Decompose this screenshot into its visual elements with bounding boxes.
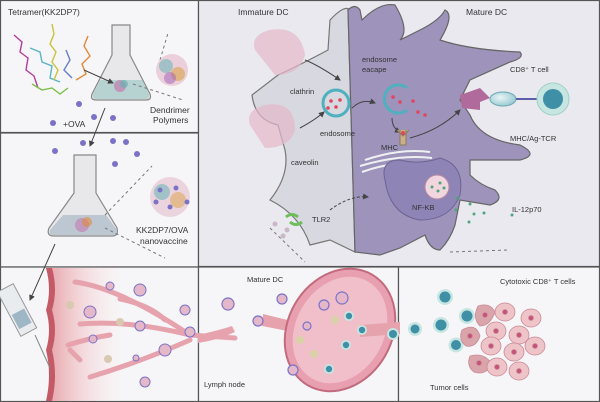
nanoparticles-tlr2	[272, 221, 290, 239]
tcr	[489, 91, 517, 107]
broken-endosome	[382, 83, 408, 115]
endosome	[321, 88, 351, 118]
lymph-node-label: Lymph node	[204, 380, 245, 389]
arrow-to-surface	[409, 109, 461, 139]
tlr2-label: TLR2	[312, 215, 330, 224]
antigen-dots	[326, 98, 342, 110]
blood-vessel	[46, 268, 55, 401]
tlr2-receptor	[285, 213, 303, 226]
nanovaccine-label-2: nanovaccine	[140, 236, 188, 246]
dendrimer-polymer	[156, 54, 188, 86]
dendrimer-label-2: Polymers	[153, 115, 188, 125]
immature-dc-title: Immature DC	[238, 7, 289, 17]
cd8-t-cell-label: CD8⁺ T cell	[510, 65, 549, 74]
flask-2	[47, 154, 119, 237]
il12-vesicle	[424, 174, 450, 200]
nanovaccine-label-1: KK2DP7/OVA	[136, 225, 189, 235]
tetramer-title: Tetramer(KK2DP7)	[8, 7, 80, 17]
ova-label: +OVA	[63, 119, 86, 129]
nanovaccine-particle	[150, 177, 190, 217]
il12-label: IL-12p70	[512, 205, 542, 214]
cd8-t-cell-nucleus	[543, 89, 563, 109]
afferent-vessel	[198, 326, 235, 343]
mhc-molecule	[396, 129, 410, 146]
arrow-to-flask	[83, 69, 114, 84]
dendritic-cells-injection	[83, 281, 196, 388]
zoom-line	[449, 249, 509, 253]
mhc-label: MHC	[381, 143, 399, 152]
mature-dcs	[221, 291, 349, 376]
nucleus	[383, 157, 462, 221]
syringe	[0, 283, 51, 369]
nanovaccine-particles-tissue	[66, 301, 124, 363]
tumor-cells	[460, 302, 546, 381]
arrow-escape	[351, 98, 376, 109]
nanovaccine-caveolin	[249, 104, 295, 148]
arrow-caveolin	[299, 111, 325, 129]
mhc-antigen	[401, 131, 405, 135]
mature-dc-title: Mature DC	[466, 7, 507, 17]
cytotoxic-t-cells-label: Cytotoxic CD8⁺ T cells	[500, 277, 576, 286]
escaped-antigen-dots	[391, 95, 427, 117]
ova-dots-2	[52, 138, 140, 167]
ova-dots	[50, 101, 116, 126]
nfkb-label: NF-KB	[412, 203, 435, 212]
tetramer-molecule	[13, 23, 91, 95]
mhc-ag-tcr-label: MHC/Ag-TCR	[510, 134, 557, 143]
zoom-line	[269, 227, 306, 263]
endosome-escape-label-2: eacape	[362, 65, 387, 74]
mhc-receptor	[460, 88, 490, 110]
arrow-down-1	[89, 107, 106, 147]
tumor-cells-label: Tumor cells	[430, 383, 469, 392]
t-cells-node	[324, 311, 399, 374]
zoom-line	[104, 227, 166, 259]
clathrin-label: clathrin	[290, 87, 314, 96]
zoom-line	[132, 83, 184, 101]
arrow-clathrin	[304, 59, 341, 81]
endosome-escape-label-1: endosome	[362, 55, 397, 64]
zoom-line	[104, 165, 153, 216]
nanovaccine-in-node	[296, 316, 339, 358]
zoom-line	[159, 32, 169, 61]
mature-dc-label-lymph: Mature DC	[247, 275, 284, 284]
il12-dots	[430, 181, 514, 224]
dendrimer-label-1: Dendrimer	[150, 105, 190, 115]
endosome-label: endosome	[320, 129, 355, 138]
cytotoxic-t-cells	[408, 289, 475, 353]
arrow-to-syringe	[29, 243, 56, 301]
arrow-tlr2-nfkb	[329, 193, 369, 211]
nanovaccine-clathrin	[254, 29, 305, 76]
caveolin-label: caveolin	[291, 158, 319, 167]
